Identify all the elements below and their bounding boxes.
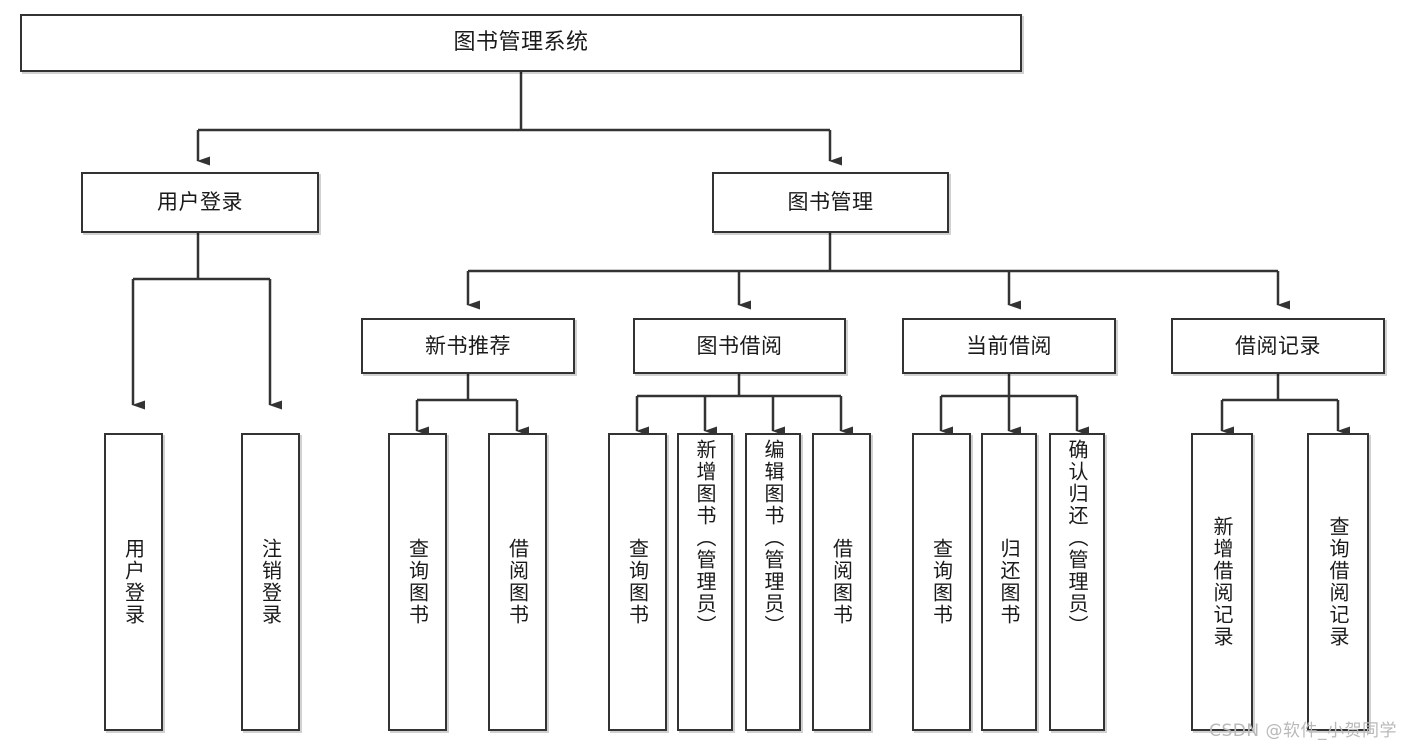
node-label: 新书推荐: [425, 333, 511, 358]
node-borrow-record[interactable]: 借阅记录: [1171, 318, 1385, 374]
node-label: 查询图书: [929, 538, 954, 626]
node-leaf-query-book-current[interactable]: 查询图书: [912, 433, 971, 731]
node-book-borrow[interactable]: 图书借阅: [633, 318, 846, 374]
node-label: 用户登录: [121, 538, 146, 626]
node-label: 查询图书: [405, 538, 430, 626]
node-label: 用户登录: [157, 190, 243, 215]
node-label: 图书借阅: [696, 333, 783, 358]
node-leaf-return-book[interactable]: 归还图书: [981, 433, 1037, 731]
node-label: 当前借阅: [966, 333, 1052, 358]
node-leaf-user-login[interactable]: 用户登录: [104, 433, 163, 731]
node-label: 查询借阅记录: [1326, 516, 1350, 648]
node-label: 确认归还（管理员）: [1065, 439, 1089, 637]
node-label: 借阅图书: [829, 538, 854, 626]
node-leaf-add-borrow-record[interactable]: 新增借阅记录: [1191, 433, 1253, 731]
node-leaf-query-book-borrow[interactable]: 查询图书: [608, 433, 667, 731]
node-label: 借阅记录: [1235, 333, 1321, 358]
node-leaf-edit-book-admin[interactable]: 编辑图书（管理员）: [745, 433, 801, 731]
node-leaf-confirm-return-admin[interactable]: 确认归还（管理员）: [1049, 433, 1105, 731]
node-leaf-add-book-admin[interactable]: 新增图书（管理员）: [677, 433, 733, 731]
node-label: 图书管理: [787, 190, 874, 215]
watermark-text: CSDN @软件_小贺同学: [1209, 721, 1397, 741]
node-label: 新增图书（管理员）: [693, 439, 717, 637]
node-label: 新增借阅记录: [1210, 516, 1234, 648]
node-leaf-borrow-book-recommend[interactable]: 借阅图书: [488, 433, 547, 731]
node-new-book-recommend[interactable]: 新书推荐: [361, 318, 575, 374]
node-leaf-query-book-recommend[interactable]: 查询图书: [388, 433, 447, 731]
node-leaf-query-borrow-record[interactable]: 查询借阅记录: [1307, 433, 1369, 731]
node-root-system[interactable]: 图书管理系统: [20, 14, 1022, 72]
node-user-login[interactable]: 用户登录: [81, 172, 319, 233]
node-label: 图书管理系统: [453, 30, 589, 56]
node-label: 查询图书: [625, 538, 650, 626]
node-book-management[interactable]: 图书管理: [712, 172, 949, 233]
node-current-borrow[interactable]: 当前借阅: [902, 318, 1116, 374]
node-label: 注销登录: [258, 538, 283, 626]
node-leaf-user-logout[interactable]: 注销登录: [241, 433, 300, 731]
node-label: 借阅图书: [505, 538, 530, 626]
node-leaf-borrow-book[interactable]: 借阅图书: [812, 433, 871, 731]
node-label: 归还图书: [997, 538, 1021, 626]
node-label: 编辑图书（管理员）: [761, 439, 785, 637]
